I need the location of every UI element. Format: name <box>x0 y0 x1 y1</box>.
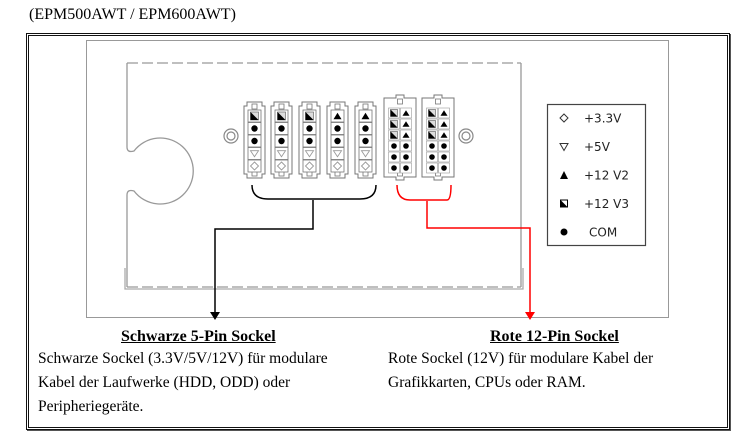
red-12pin-socket <box>383 94 417 181</box>
black-5pin-socket <box>354 101 377 179</box>
dot-filled-icon <box>403 143 409 149</box>
dot-filled-icon <box>334 125 341 132</box>
psu-plate <box>124 62 524 290</box>
desc-line: Grafikkarten, CPUs oder RAM. <box>388 374 586 391</box>
red-arrowhead-icon <box>525 312 535 320</box>
dot-filled-icon <box>429 143 435 149</box>
triangle-up-filled-icon <box>361 112 370 120</box>
triangle-down-outline-icon <box>559 143 569 152</box>
triangle-down-outline-icon <box>332 150 343 158</box>
dot-filled-icon <box>278 137 285 145</box>
dot-filled-icon <box>362 137 369 145</box>
dot-filled-icon <box>429 154 435 160</box>
black-arrowhead-icon <box>210 312 220 320</box>
dot-filled-icon <box>403 165 409 171</box>
dot-filled-icon <box>560 228 568 236</box>
diamond-outline-icon <box>559 113 569 123</box>
triangle-up-filled-icon <box>402 132 410 138</box>
desc-line: Rote Sockel (12V) für modulare Kabel der <box>388 350 654 367</box>
legend-label: +12 V2 <box>584 169 629 183</box>
desc-line: Schwarze Sockel (3.3V/5V/12V) für modula… <box>38 350 328 367</box>
dot-filled-icon <box>441 143 447 149</box>
dot-filled-icon <box>441 154 447 160</box>
half-square-icon <box>560 199 568 208</box>
legend-item: COM <box>560 226 617 240</box>
triangle-up-filled-icon <box>402 121 410 127</box>
legend-label: +5V <box>584 140 611 154</box>
legend-item: +12 V2 <box>560 169 629 183</box>
legend-item: +3.3V <box>559 112 622 126</box>
dot-filled-icon <box>334 137 341 145</box>
red-socket-heading: Rote 12-Pin Sockel <box>490 328 619 345</box>
dot-filled-icon <box>441 165 447 171</box>
black-socket-heading: Schwarze 5-Pin Sockel <box>121 328 276 345</box>
dot-filled-icon <box>306 137 313 145</box>
triangle-up-filled-icon <box>440 132 448 138</box>
half-square-icon <box>250 111 259 121</box>
dot-filled-icon <box>403 154 409 160</box>
legend-item: +5V <box>559 140 611 154</box>
diamond-outline-icon <box>304 161 315 171</box>
black-5pin-socket <box>270 101 293 179</box>
black-5pin-socket <box>298 101 321 179</box>
half-square-icon <box>390 109 398 117</box>
dot-filled-icon <box>251 125 258 132</box>
half-square-icon <box>428 109 436 117</box>
triangle-down-outline-icon <box>249 150 260 158</box>
dot-filled-icon <box>391 143 397 149</box>
legend-label: +12 V3 <box>584 197 629 211</box>
desc-line: Peripheriegeräte. <box>38 398 144 415</box>
dot-filled-icon <box>251 137 258 145</box>
dot-filled-icon <box>391 154 397 160</box>
red-bracket-pointer <box>396 184 531 312</box>
triangle-up-filled-icon <box>440 110 448 116</box>
triangle-down-outline-icon <box>304 150 315 158</box>
dot-filled-icon <box>306 125 313 132</box>
screw-hole-right <box>458 128 474 144</box>
figure-frame <box>26 33 730 430</box>
legend-label: +3.3V <box>584 112 622 126</box>
dot-filled-icon <box>278 125 285 132</box>
dot-filled-icon <box>429 165 435 171</box>
triangle-up-filled-icon <box>440 121 448 127</box>
red-socket-description: Rote Sockel (12V) für modulare Kabel der… <box>388 347 653 395</box>
triangle-up-filled-icon <box>560 171 568 179</box>
dot-filled-icon <box>362 125 369 132</box>
diamond-outline-icon <box>332 161 343 171</box>
triangle-up-filled-icon <box>333 112 342 120</box>
half-square-icon <box>428 131 436 139</box>
legend-item: +12 V3 <box>560 197 629 211</box>
document-title: (EPM500AWT / EPM600AWT) <box>29 6 236 23</box>
half-square-icon <box>390 131 398 139</box>
black-bracket-pointer <box>214 184 377 312</box>
half-square-icon <box>428 120 436 128</box>
diamond-outline-icon <box>249 161 260 171</box>
black-socket-description: Schwarze Sockel (3.3V/5V/12V) für modula… <box>38 347 328 419</box>
red-12pin-socket <box>421 94 455 181</box>
half-square-icon <box>305 111 314 121</box>
desc-line: Kabel der Laufwerke (HDD, ODD) oder <box>38 374 291 391</box>
triangle-down-outline-icon <box>360 150 371 158</box>
triangle-down-outline-icon <box>276 150 287 158</box>
black-5pin-socket <box>243 101 266 179</box>
diamond-outline-icon <box>360 161 371 171</box>
diamond-outline-icon <box>276 161 287 171</box>
half-square-icon <box>277 111 286 121</box>
dot-filled-icon <box>391 165 397 171</box>
half-square-icon <box>390 120 398 128</box>
triangle-up-filled-icon <box>402 110 410 116</box>
legend-label: COM <box>589 226 617 240</box>
black-5pin-socket <box>326 101 349 179</box>
screw-hole-left <box>223 128 239 144</box>
